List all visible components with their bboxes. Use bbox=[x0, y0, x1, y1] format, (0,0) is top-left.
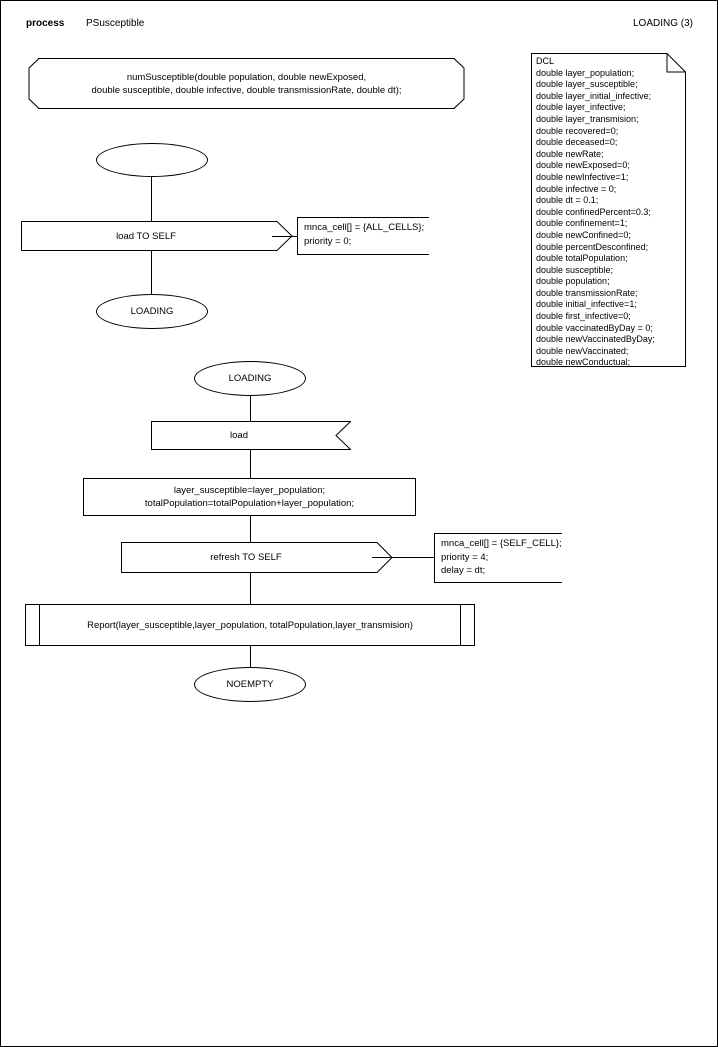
comment-connector-refresh bbox=[372, 557, 434, 558]
page-label: LOADING (3) bbox=[632, 18, 693, 29]
flow-line-refresh-to-call bbox=[250, 573, 251, 604]
call-left-bar bbox=[39, 605, 40, 645]
state-symbol-noempty[interactable]: NOEMPTY bbox=[194, 667, 306, 702]
output-symbol-load[interactable]: load TO SELF bbox=[21, 221, 293, 251]
flow-line-output-to-loading bbox=[151, 251, 152, 295]
macro-left-cap bbox=[28, 58, 39, 109]
state-loading-2-label: LOADING bbox=[228, 373, 272, 384]
input-load-label: load bbox=[230, 430, 248, 441]
output-symbol-refresh[interactable]: refresh TO SELF bbox=[121, 542, 393, 573]
comment-load-output-text: mnca_cell[] = {ALL_CELLS}; priority = 0; bbox=[304, 222, 425, 247]
dcl-declaration-text: DCL double layer_population; double laye… bbox=[536, 56, 655, 368]
macro-right-cap bbox=[454, 58, 465, 109]
procedure-call-report-label: Report(layer_susceptible,layer_populatio… bbox=[87, 619, 413, 631]
start-state-symbol[interactable] bbox=[96, 143, 208, 177]
flow-line-task-to-refresh bbox=[250, 516, 251, 543]
comment-load-output: mnca_cell[] = {ALL_CELLS}; priority = 0; bbox=[297, 217, 429, 255]
comment-refresh-output-text: mnca_cell[] = {SELF_CELL}; priority = 4;… bbox=[441, 538, 562, 576]
flow-line-call-to-noempty bbox=[250, 646, 251, 668]
flow-line-start-to-output bbox=[151, 177, 152, 221]
comment-connector-load bbox=[272, 236, 297, 237]
macro-definition-body bbox=[38, 58, 455, 109]
procedure-call-symbol-report[interactable]: Report(layer_susceptible,layer_populatio… bbox=[25, 604, 475, 646]
call-right-bar bbox=[460, 605, 461, 645]
macro-definition-text: numSusceptible(double population, double… bbox=[91, 71, 402, 96]
state-noempty-label: NOEMPTY bbox=[226, 679, 274, 690]
input-symbol-load[interactable]: load bbox=[151, 421, 351, 450]
state-symbol-loading-1[interactable]: LOADING bbox=[96, 294, 208, 329]
flow-line-loading2-to-input bbox=[250, 396, 251, 421]
output-refresh-label: refresh TO SELF bbox=[210, 552, 282, 563]
process-name-label: PSusceptible bbox=[86, 18, 145, 29]
flow-line-input-to-task bbox=[250, 450, 251, 478]
state-loading-1-label: LOADING bbox=[130, 306, 174, 317]
diagram-kind-label: process bbox=[26, 18, 65, 29]
dcl-declaration-note[interactable]: DCL double layer_population; double laye… bbox=[531, 53, 686, 367]
comment-refresh-output: mnca_cell[] = {SELF_CELL}; priority = 4;… bbox=[434, 533, 562, 583]
output-load-label: load TO SELF bbox=[116, 230, 176, 242]
task-assignments-text: layer_susceptible=layer_population; tota… bbox=[144, 485, 355, 509]
macro-definition-symbol[interactable]: numSusceptible(double population, double… bbox=[28, 58, 465, 109]
task-symbol-assignments[interactable]: layer_susceptible=layer_population; tota… bbox=[83, 478, 416, 516]
state-symbol-loading-2[interactable]: LOADING bbox=[194, 361, 306, 396]
